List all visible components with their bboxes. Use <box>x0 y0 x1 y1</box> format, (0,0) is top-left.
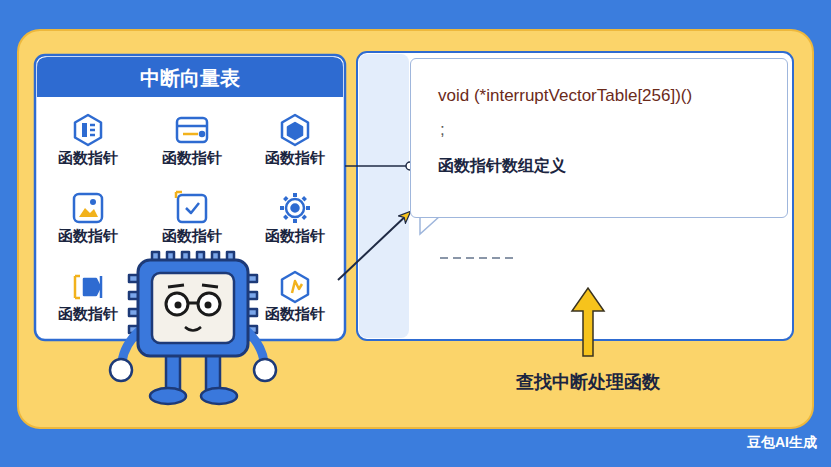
robot-body <box>138 260 248 356</box>
robot-leg <box>206 352 220 390</box>
tile-label: 函数指针 <box>58 305 118 324</box>
robot-foot <box>201 388 237 404</box>
tile-label: 函数指针 <box>162 149 222 168</box>
icon <box>282 115 308 145</box>
icon <box>282 272 308 302</box>
icon <box>280 193 310 223</box>
pointer-tile: 函数指针 <box>147 110 237 172</box>
tile-label: 函数指针 <box>58 227 118 246</box>
icon <box>75 276 101 298</box>
robot-hand <box>254 359 276 381</box>
leader-line <box>345 165 410 167</box>
tile-label: 函数指针 <box>162 227 222 246</box>
pointer-tile: 函数指针 <box>43 266 133 328</box>
dash-line <box>440 257 518 259</box>
code-caption: 函数指针数组定义 <box>438 155 566 177</box>
yellow-panel <box>18 30 813 428</box>
robot-leg <box>166 352 180 390</box>
pointer-tile: 函数指针 <box>250 188 340 250</box>
tile-label: 函数指针 <box>265 149 325 168</box>
robot-foot <box>150 388 186 404</box>
pointer-arrow <box>338 212 410 280</box>
tile-label: 函数指针 <box>265 305 325 324</box>
tile-label: 函数指针 <box>265 227 325 246</box>
robot-hand <box>110 359 132 381</box>
code-line: void (*interruptVectorTable[256])() <box>438 85 692 107</box>
vector-table: 中断向量表函数指针函数指针函数指针函数指针函数指针函数指针函数指针函数指针 <box>35 55 345 340</box>
icon <box>75 115 101 145</box>
code-panel <box>357 52 793 340</box>
lookup-caption: 查找中断处理函数 <box>516 370 660 394</box>
up-arrow <box>572 288 604 356</box>
code-line: ; <box>440 119 445 141</box>
icon <box>74 194 102 222</box>
robot-glasses <box>166 285 220 331</box>
pointer-tile: 函数指针 <box>250 110 340 172</box>
robot-face <box>152 273 234 343</box>
pointer-tile: 函数指针 <box>147 188 237 250</box>
pointer-tile: 函数指针 <box>43 188 133 250</box>
pointer-tile: 函数指针 <box>250 266 340 328</box>
icon <box>177 118 207 142</box>
panel-heading: 中断向量表 <box>140 57 240 99</box>
code-strip <box>359 54 409 338</box>
bubble-tail <box>420 216 440 234</box>
icon <box>176 192 206 222</box>
watermark: 豆包AI生成 <box>747 434 817 452</box>
pointer-tile: 函数指针 <box>43 110 133 172</box>
tile-label: 函数指针 <box>58 149 118 168</box>
code-bubble: void (*interruptVectorTable[256])(); 函数指针… <box>410 58 788 218</box>
